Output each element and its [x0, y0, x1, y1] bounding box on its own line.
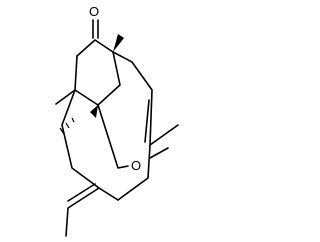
bond-ether-methyl — [149, 147, 169, 159]
bond-macrocycle-bottom-alkene — [67, 183, 96, 202]
wedge-bond-quaternary — [90, 105, 98, 118]
skeletal-bonds — [55, 19, 179, 237]
molecule-structure: O O — [55, 4, 179, 237]
bond-macrocycle-lower-right — [117, 144, 151, 201]
bond-ring-left — [74, 55, 99, 106]
bond-ring-c1-carbonyl — [76, 39, 114, 57]
bond-ring-right — [97, 51, 121, 106]
atom-labels: O O — [88, 4, 145, 173]
bond-ether-bridge — [97, 104, 129, 169]
hashed-bond-left — [59, 117, 75, 135]
stereo-bonds — [59, 34, 124, 135]
bond-macrocycle-bottom — [65, 187, 119, 237]
wedge-bond-bridgehead — [113, 34, 124, 52]
ketone-oxygen-label: O — [89, 4, 99, 19]
bond-macrocycle-upper — [112, 51, 153, 146]
bond-macrocycle-inner-alkene — [144, 99, 150, 143]
ether-oxygen-label: O — [131, 158, 141, 173]
bond-macrocycle-right-alkene — [149, 124, 179, 146]
bond-macrocycle-left — [61, 89, 100, 189]
bond-methyl-left — [55, 89, 76, 105]
